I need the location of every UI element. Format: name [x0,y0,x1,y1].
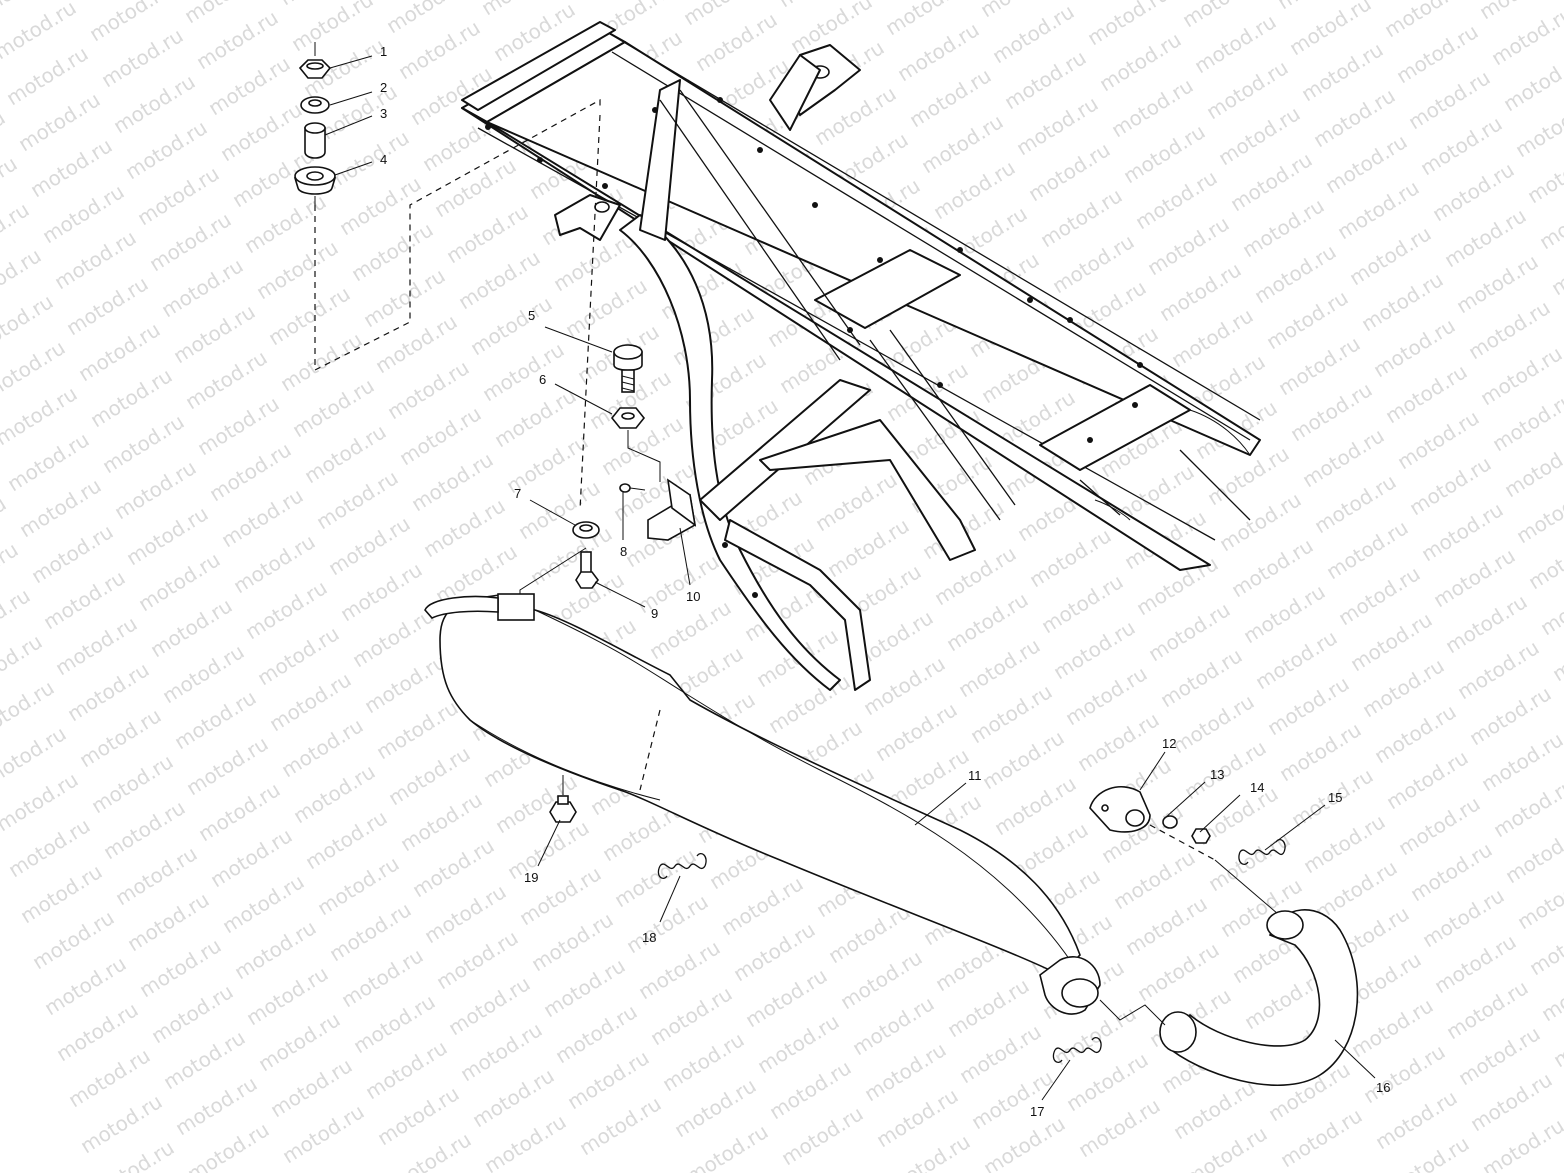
callout-1: 1 [380,44,387,59]
assembly-line-3 [1149,824,1216,861]
part-4-grommet [293,166,337,205]
callout-7: 7 [514,486,521,501]
callout-6: 6 [539,372,546,387]
callout-5: 5 [528,308,535,323]
part-18-spring [657,852,707,880]
callout-16: 16 [1376,1080,1390,1095]
part-7-washer [572,521,600,539]
part-14-nut [1191,828,1211,844]
callout-17: 17 [1030,1104,1044,1119]
callout-numbers: 1 2 3 4 5 6 7 8 9 10 11 12 13 14 15 16 1… [380,44,1390,1119]
callout-leaders [324,55,1376,1101]
callout-18: 18 [642,930,656,945]
part-3-bushing [304,122,326,159]
leader-16-joint [1099,999,1166,1026]
part-9-bolt [575,551,599,589]
leader-6 [627,430,661,482]
part-8-screw [619,483,646,493]
assembly-line-1 [314,98,601,371]
part-6-nut [610,407,646,429]
callout-8: 8 [620,544,627,559]
part-17-spring [1052,1036,1102,1064]
vehicle-frame [461,21,1261,691]
callout-3: 3 [380,106,387,121]
part-10-bracket [647,478,697,541]
part-11-muffler [424,593,1101,1015]
part-19-nut [549,775,577,823]
callout-19: 19 [524,870,538,885]
part-5-bumper [613,344,643,393]
part-2-washer [300,96,330,114]
callout-10: 10 [686,589,700,604]
assembly-line-4 [1214,859,1286,921]
part-13-gasket [1162,815,1178,829]
callout-13: 13 [1210,767,1224,782]
callout-11: 11 [968,768,982,783]
part-12-flange [1089,786,1151,833]
part-16-head-pipe [1159,909,1359,1087]
callout-15: 15 [1328,790,1342,805]
callout-12: 12 [1162,736,1176,751]
callout-2: 2 [380,80,387,95]
callout-4: 4 [380,152,387,167]
callout-9: 9 [651,606,658,621]
callout-14: 14 [1250,780,1264,795]
